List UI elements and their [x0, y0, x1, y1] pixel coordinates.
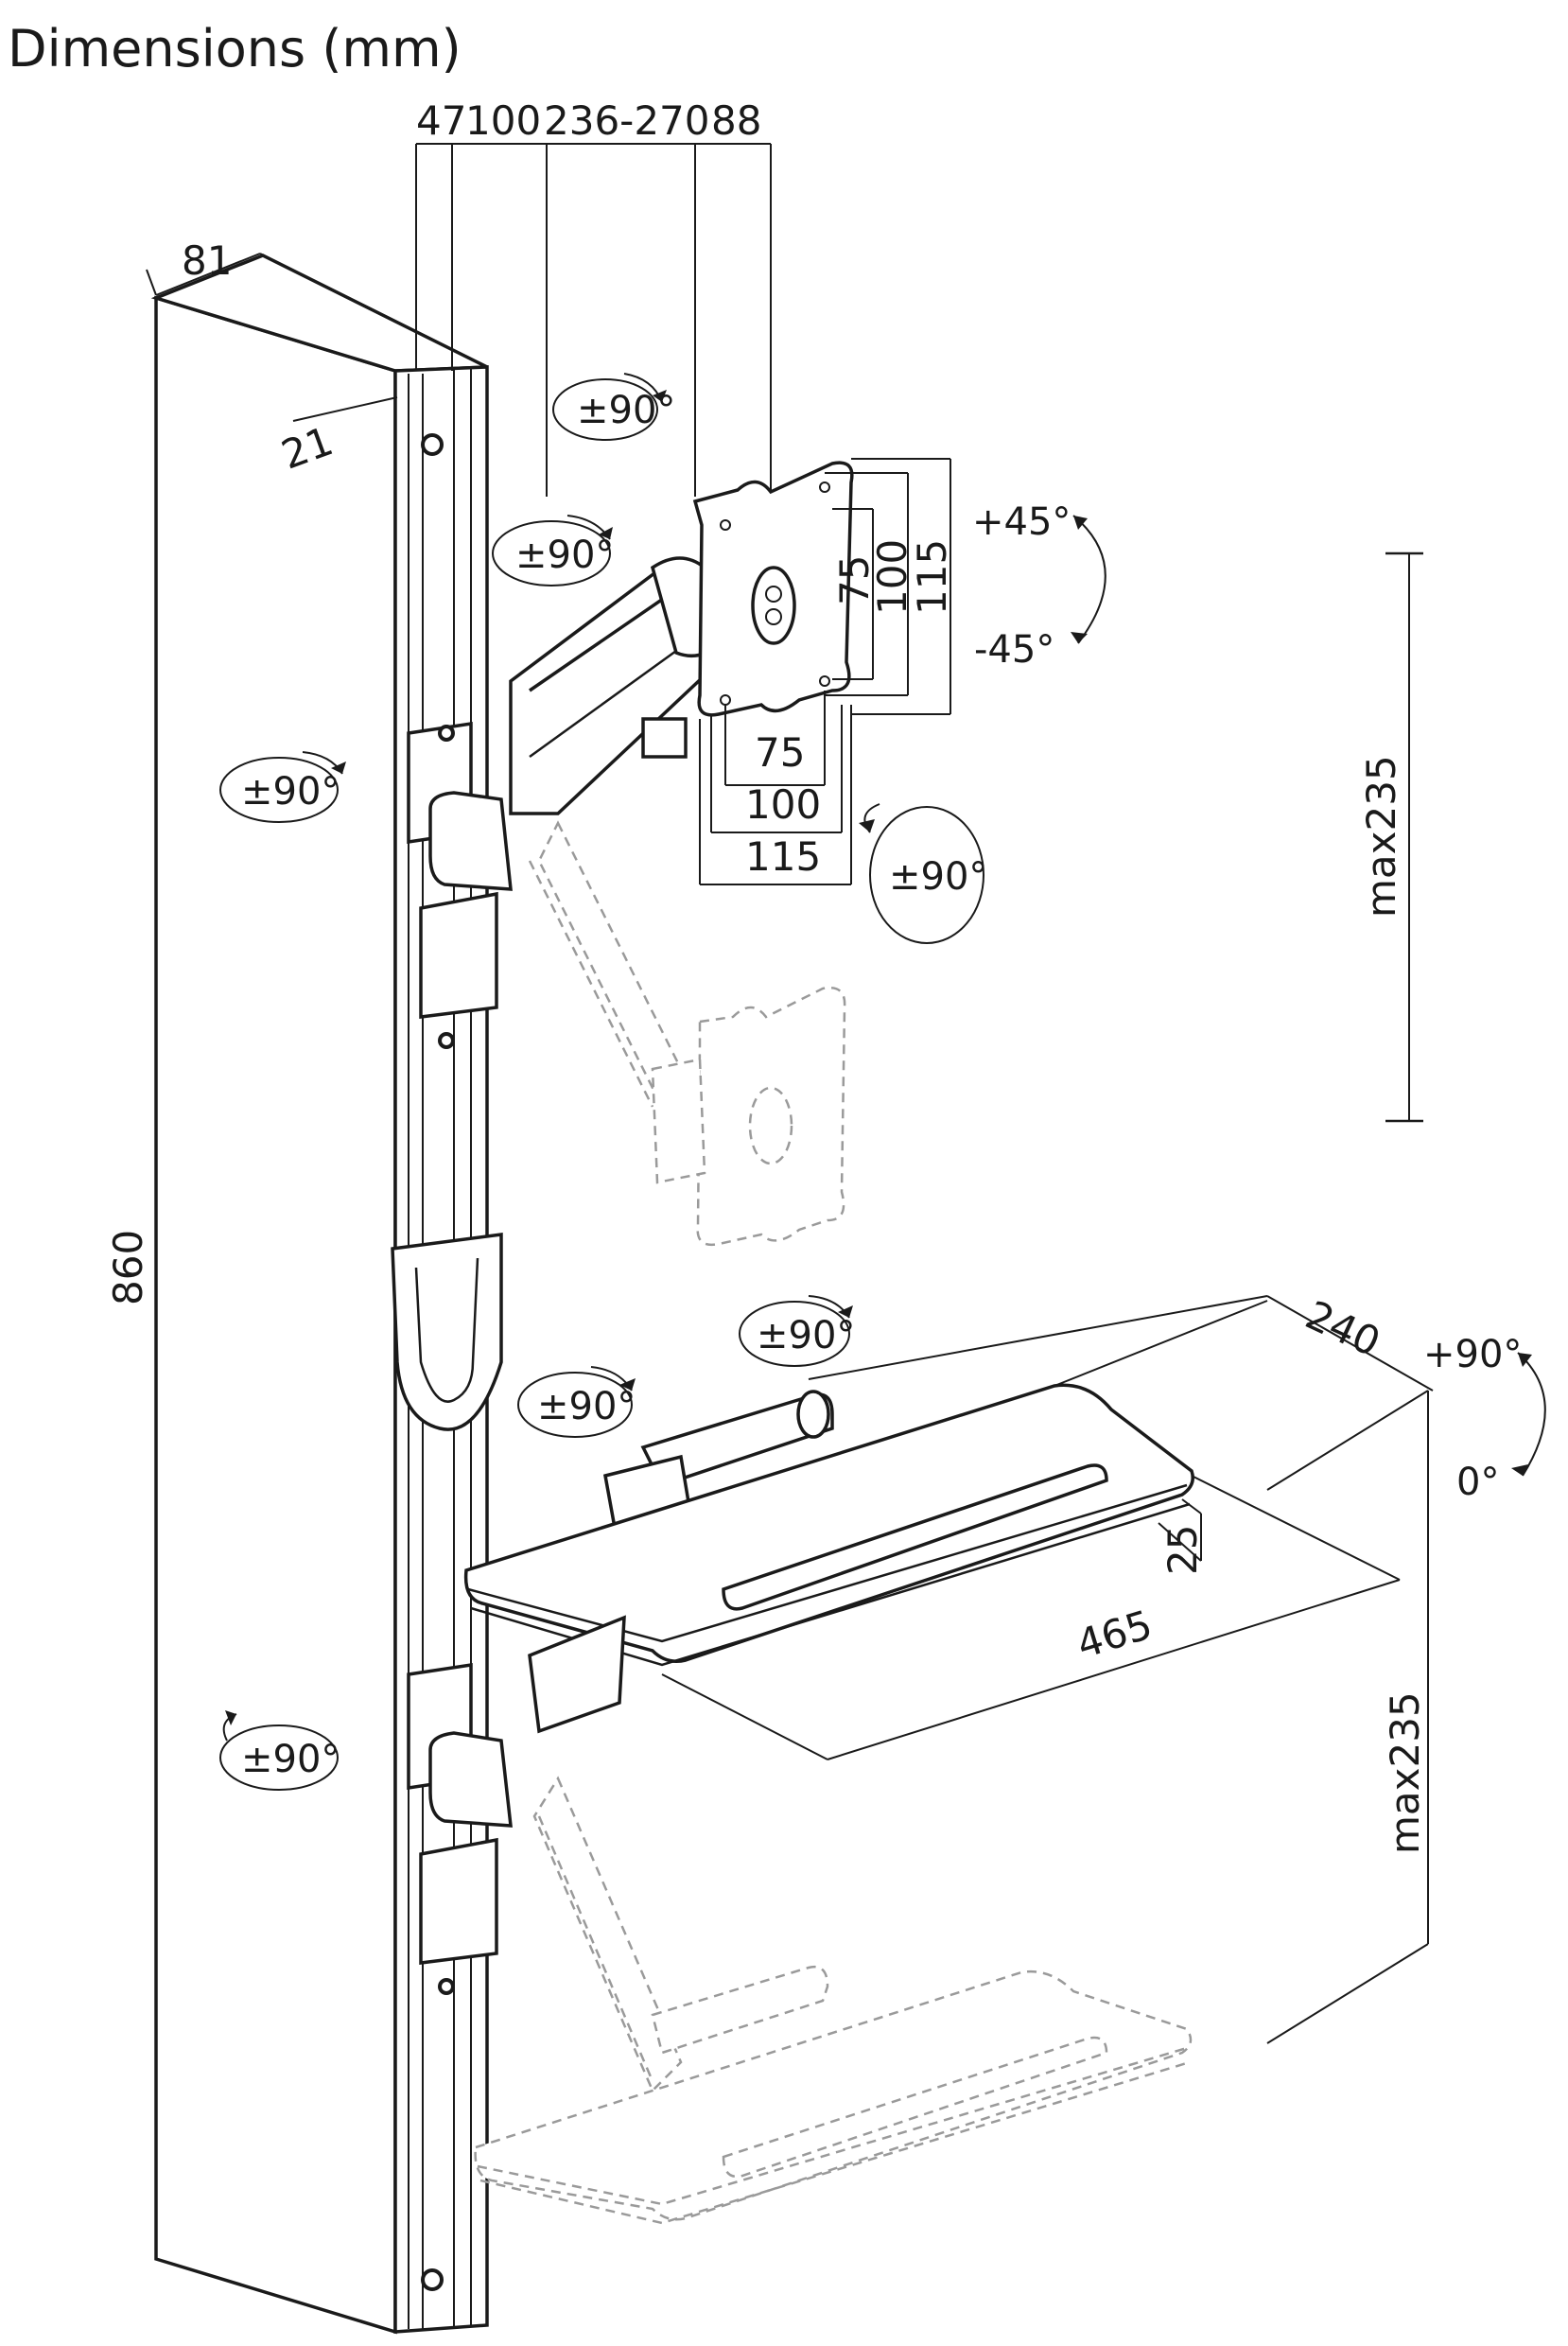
- vesa-vertical-dims: 75 100 115: [825, 458, 955, 715]
- rotation-badge-hook: ±90°: [517, 1366, 636, 1438]
- column-depth-label: 81: [182, 237, 232, 284]
- rotation-label-column-lower: ±90°: [241, 1738, 340, 1781]
- keyboard-tray: [463, 1383, 1194, 1734]
- column-depth-dim: 81: [146, 237, 474, 360]
- vesa-v100-label: 100: [869, 539, 915, 615]
- vesa-h115-label: 115: [745, 833, 821, 880]
- vesa-v115-label: 115: [909, 539, 955, 615]
- vesa-v75-label: 75: [831, 555, 878, 605]
- keyboard-tilt-indicator: +90° 0°: [1423, 1333, 1546, 1504]
- rotation-label-monitor-top: ±90°: [577, 389, 675, 432]
- rotation-badge-arm-upper: ±90°: [492, 515, 614, 586]
- dim-236-270: 236-270: [544, 97, 710, 144]
- rotation-badge-monitor-top: ±90°: [552, 373, 675, 441]
- vesa-h75-label: 75: [755, 729, 805, 776]
- keyboard-thickness-dim: 25: [1158, 1498, 1206, 1575]
- keyboard-tray-lowered: [474, 1776, 1193, 2225]
- column-height-dim: 860: [105, 1230, 151, 1305]
- rotation-badge-monitor-rotate: ±90°: [859, 803, 987, 944]
- rotation-label-hook: ±90°: [537, 1385, 636, 1428]
- vesa-h100-label: 100: [745, 781, 821, 828]
- rotation-badge-lower-middle: ±90°: [739, 1295, 855, 1367]
- monitor-height-label: max235: [1358, 755, 1404, 918]
- monitor-tilt-indicator: +45° -45°: [972, 500, 1106, 672]
- keyboard-depth-label: 240: [1298, 1291, 1386, 1365]
- vesa-plate: [692, 461, 854, 717]
- keyboard-depth-dim: 240: [808, 1291, 1434, 1392]
- rotation-label-column-upper: ±90°: [241, 770, 340, 814]
- rotation-label-monitor-rotate: ±90°: [889, 855, 987, 899]
- tilt-down-label: -45°: [974, 628, 1054, 672]
- keyboard-width-label: 465: [1071, 1602, 1158, 1668]
- dim-100: 100: [465, 97, 541, 144]
- rotation-badge-column-lower: ±90°: [219, 1710, 340, 1791]
- column-hook: [391, 1233, 503, 1431]
- drawing-title: Dimensions (mm): [8, 19, 462, 79]
- vesa-horizontal-dims: 75 100 115: [699, 691, 852, 885]
- monitor-height-dim: max235: [1358, 551, 1423, 1123]
- column-height-label: 860: [105, 1230, 151, 1305]
- top-dimension-lines: 47 100 236-270 88: [415, 97, 772, 497]
- rotation-badge-column-upper: ±90°: [219, 751, 346, 823]
- dim-47: 47: [416, 97, 466, 144]
- keyboard-thickness-label: 25: [1159, 1525, 1206, 1575]
- keyboard-tilt-zero-label: 0°: [1456, 1461, 1499, 1504]
- tilt-up-label: +45°: [972, 500, 1071, 544]
- keyboard-height-label: max235: [1382, 1691, 1428, 1854]
- rotation-label-lower-middle: ±90°: [757, 1314, 855, 1357]
- keyboard-height-dim: max235: [1266, 1390, 1429, 2044]
- rotation-label-arm-upper: ±90°: [515, 534, 614, 577]
- keyboard-tilt-up-label: +90°: [1423, 1333, 1522, 1376]
- dim-88: 88: [711, 97, 761, 144]
- keyboard-clamp: [407, 1662, 513, 1995]
- monitor-arm-lowered: [528, 820, 846, 1247]
